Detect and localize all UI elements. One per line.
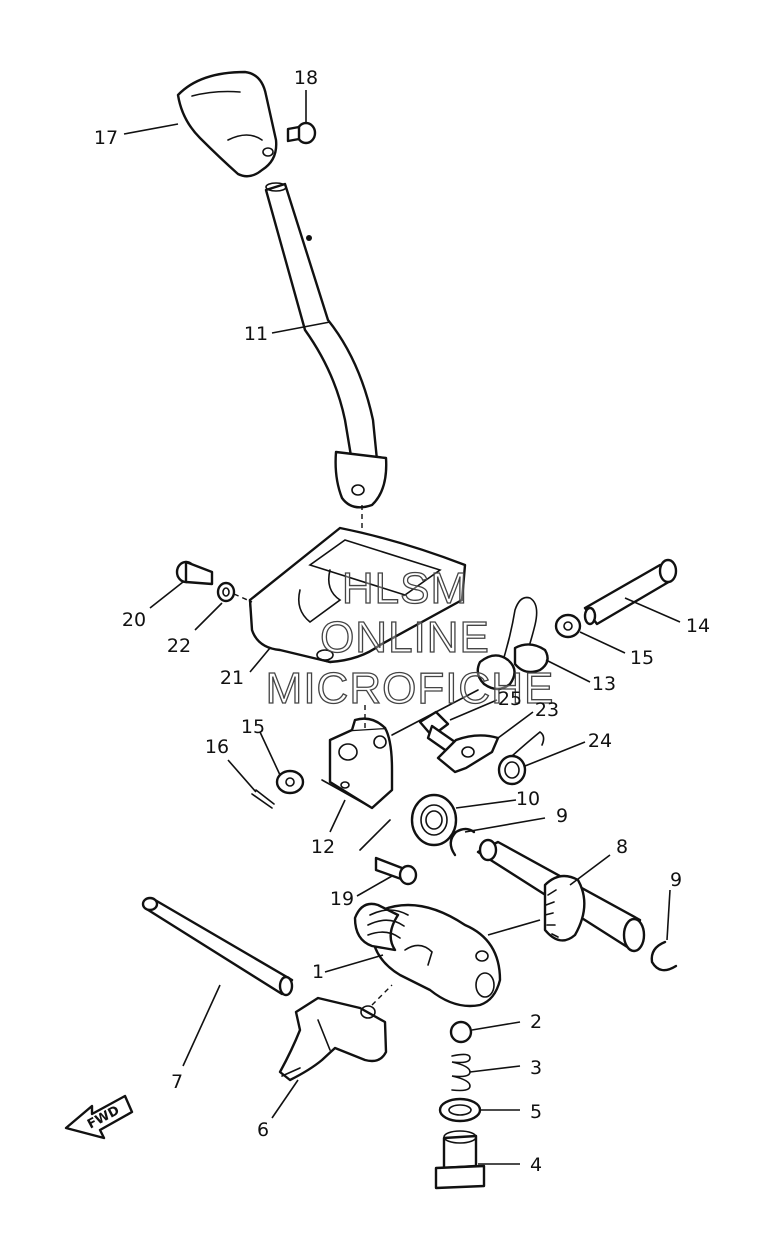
callout-15: 15 bbox=[630, 647, 654, 669]
washer-part bbox=[554, 613, 582, 639]
callout-20: 20 bbox=[122, 609, 146, 631]
callout-14: 14 bbox=[686, 615, 710, 637]
shift-shaft-part bbox=[476, 838, 646, 953]
circlip-part bbox=[449, 827, 476, 857]
shift-guide-plate-part bbox=[248, 526, 467, 664]
plug-part bbox=[434, 1130, 486, 1190]
callout-18: 18 bbox=[294, 67, 318, 89]
washer-part bbox=[216, 581, 236, 603]
callout-25: 25 bbox=[498, 688, 522, 710]
callout-15: 15 bbox=[241, 716, 265, 738]
spring-part bbox=[451, 1053, 471, 1092]
callout-22: 22 bbox=[167, 635, 191, 657]
watermark: HLSM ONLINE MICROFICHE bbox=[265, 563, 555, 713]
callout-9: 9 bbox=[556, 805, 568, 827]
lever-plate-part bbox=[436, 734, 500, 774]
callout-4: 4 bbox=[530, 1154, 542, 1176]
watermark-line-2: ONLINE bbox=[320, 613, 490, 662]
bolt-part bbox=[374, 856, 418, 886]
callout-5: 5 bbox=[530, 1101, 542, 1123]
callout-12: 12 bbox=[311, 836, 335, 858]
callout-23: 23 bbox=[535, 699, 559, 721]
callout-labels: 1 2 3 4 5 6 7 8 9 9 10 11 12 13 14 15 15… bbox=[94, 67, 710, 1176]
torsion-spring-part bbox=[497, 731, 545, 786]
spring-part bbox=[476, 596, 549, 691]
callout-10: 10 bbox=[516, 788, 540, 810]
circlip-part bbox=[650, 940, 678, 972]
watermark-line-3: MICROFICHE bbox=[266, 664, 555, 713]
callout-3: 3 bbox=[530, 1057, 542, 1079]
callout-21: 21 bbox=[220, 667, 244, 689]
cotter-pin-part bbox=[251, 789, 275, 809]
bracket-part bbox=[321, 717, 394, 810]
callout-17: 17 bbox=[94, 127, 118, 149]
shift-rod-part bbox=[141, 896, 294, 997]
washer-part bbox=[438, 1097, 482, 1123]
callout-24: 24 bbox=[588, 730, 612, 752]
callout-9: 9 bbox=[670, 869, 682, 891]
callout-16: 16 bbox=[205, 736, 229, 758]
callout-1: 1 bbox=[312, 961, 324, 983]
callout-2: 2 bbox=[530, 1011, 542, 1033]
bolt-part bbox=[175, 560, 214, 586]
washer-part bbox=[275, 769, 305, 795]
shift-grip-part bbox=[176, 70, 278, 178]
shift-drum-part bbox=[353, 902, 502, 1008]
callout-8: 8 bbox=[616, 836, 628, 858]
screw-part bbox=[286, 121, 317, 145]
callout-13: 13 bbox=[592, 673, 616, 695]
leader-lines bbox=[123, 90, 681, 1165]
shift-fork-part bbox=[278, 996, 388, 1082]
callout-7: 7 bbox=[171, 1071, 183, 1093]
bearing-part bbox=[410, 793, 458, 847]
pin-part bbox=[583, 558, 678, 626]
shift-lever-part bbox=[264, 182, 388, 509]
forward-direction-arrow: FWD bbox=[64, 1094, 134, 1140]
callout-6: 6 bbox=[257, 1119, 269, 1141]
callout-11: 11 bbox=[244, 323, 268, 345]
callout-19: 19 bbox=[330, 888, 354, 910]
ball-part bbox=[449, 1020, 473, 1044]
watermark-line-1: HLSM bbox=[342, 564, 468, 613]
